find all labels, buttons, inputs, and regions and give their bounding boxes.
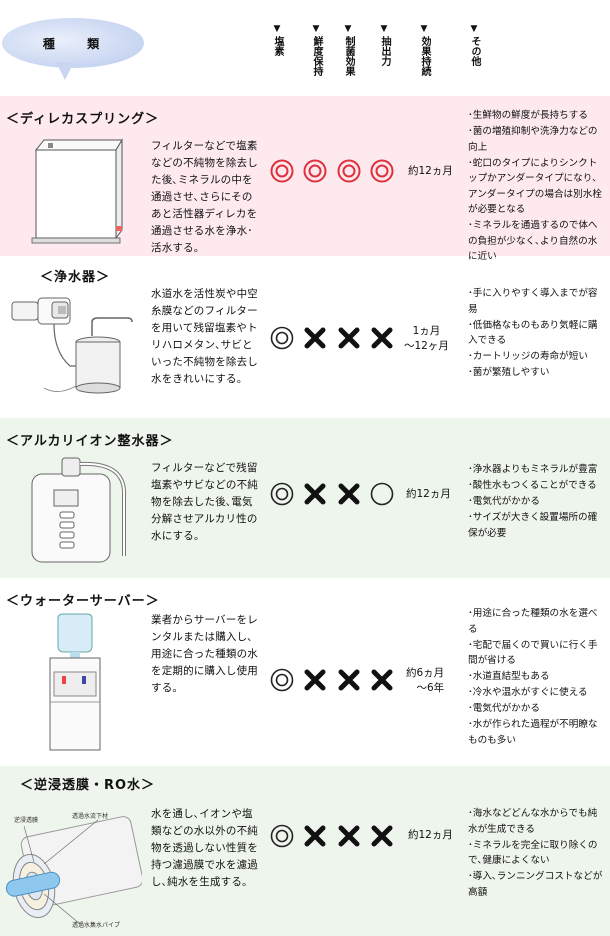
note-item: ･カートリッジの寿命が短い — [468, 351, 588, 362]
row-alkaline-ionizer: ＜アルカリイオン整水器＞ フィルターなどで残留塩素やサビなどの不純物を除去した後… — [0, 418, 610, 578]
ro-membrane-diagram: 逆浸透膜 透過水流下材 透過水集水パイプ — [5, 812, 142, 929]
down-triangle-icon: ▼ — [470, 24, 478, 34]
column-header-label: 制菌効果 — [343, 36, 354, 76]
bubble-tail — [56, 62, 74, 80]
double-circle-icon — [337, 159, 361, 183]
cross-icon — [304, 825, 326, 847]
row-description: 業者からサーバーをレンタルまたは購入し､用途に合った種類の水を定期的に購入し使用… — [151, 614, 258, 694]
row-direca-spring: ＜ディレカスプリング＞ フィルターなどで塩素などの不純物を除去した後､ミネラルの… — [0, 96, 610, 262]
row-notes: ･浄水器よりもミネラルが豊富 ･酸性水もつくることができる ･電気代がかかる ･… — [468, 462, 606, 542]
note-item: ･酸性水もつくることができる — [468, 480, 597, 491]
column-header-other: ▼ その他 — [467, 24, 481, 66]
down-triangle-icon: ▼ — [420, 24, 428, 34]
through-material-label: 透過水流下材 — [72, 812, 108, 820]
down-triangle-icon: ▼ — [312, 24, 320, 34]
row-title: ＜ウォーターサーバー＞ — [6, 594, 160, 609]
effect-period: 1ヵ月 ～12ヶ月 — [404, 325, 449, 352]
row-description: 水を通し､イオンや塩類などの水以外の不純物を透過しない性質を持つ濾過膜で水を濾過… — [151, 808, 258, 888]
note-item: ･導入､ランニングコストなどが高額 — [468, 871, 603, 898]
cross-icon — [304, 483, 326, 505]
row-reverse-osmosis: ＜逆浸透膜・RO水＞ 逆浸透膜 透過水流下材 透過水集水パイプ 水を通し､イオン… — [0, 766, 610, 936]
double-circle-icon — [270, 668, 294, 692]
row-water-server: ＜ウォーターサーバー＞ 業者からサーバーをレンタルまたは購入し､用途に合った種類… — [0, 580, 610, 764]
down-triangle-icon: ▼ — [273, 24, 281, 34]
collector-pipe-label: 透過水集水パイプ — [72, 921, 120, 929]
note-item: ･水道直結型もある — [468, 671, 550, 682]
note-item: ･生鮮物の鮮度が長持ちする — [468, 110, 588, 121]
column-header-label: その他 — [469, 36, 480, 66]
note-item: ･ミネラルを通過するので体への負担が少なく､より自然の水に近い — [468, 220, 598, 262]
row-description: 水道水を活性炭や中空糸膜などのフィルターを用いて残留塩素やトリハロメタン､サビと… — [151, 288, 258, 385]
note-item: ･ミネラルを完全に取り除くので､健康によくない — [468, 839, 598, 867]
double-circle-icon — [270, 159, 294, 183]
note-item: ･菌が繁殖しやすい — [468, 367, 550, 378]
note-item: ･電気代がかかる — [468, 496, 540, 507]
effect-period: 約12ヵ月 — [408, 829, 453, 841]
double-circle-icon — [270, 326, 294, 350]
row-description: フィルターなどで塩素などの不純物を除去した後､ミネラルの中を通過させ､さらにその… — [151, 140, 258, 254]
down-triangle-icon: ▼ — [380, 24, 388, 34]
category-header-bubble: 種 類 — [2, 18, 144, 68]
cross-icon — [371, 327, 393, 349]
cross-icon — [304, 669, 326, 691]
effect-period: 約6ヵ月 ～6年 — [406, 667, 445, 694]
note-item: ･宅配で届くので買いに行く手間が省ける — [468, 639, 598, 667]
column-header-label: 効果持続 — [419, 36, 430, 76]
note-item: ･電気代がかかる — [468, 703, 540, 714]
double-circle-icon — [270, 824, 294, 848]
note-item: ･低価格なものもあり気軽に購入できる — [468, 319, 598, 347]
category-header-label: 種 類 — [42, 36, 114, 51]
water-purifier-illustration — [11, 297, 133, 394]
column-header-duration: ▼ 効果持続 — [417, 24, 431, 76]
row-title: ＜ディレカスプリング＞ — [6, 112, 160, 127]
note-item: ･サイズが大きく設置場所の確保が必要 — [468, 512, 598, 539]
direca-unit-illustration — [31, 138, 123, 244]
note-item: ･冷水や温水がすぐに使える — [468, 687, 588, 698]
row-notes: ･用途に合った種類の水を選べる ･宅配で届くので買いに行く手間が省ける ･水道直… — [468, 606, 606, 749]
effect-period: 約12ヵ月 — [408, 165, 453, 177]
cross-icon — [371, 825, 393, 847]
column-header-label: 塩素 — [272, 36, 283, 56]
row-title: ＜アルカリイオン整水器＞ — [6, 434, 174, 449]
note-item: ･蛇口のタイプによりシンクトップかアンダータイプになり､アンダータイプの場合は別… — [468, 157, 602, 216]
cross-icon — [338, 483, 360, 505]
note-item: ･菌の増殖抑制や洗浄力などの向上 — [468, 126, 598, 153]
water-server-illustration — [49, 613, 101, 751]
column-header-extraction: ▼ 抽出力 — [377, 24, 391, 66]
membrane-label: 逆浸透膜 — [14, 816, 38, 824]
column-header-antibacterial: ▼ 制菌効果 — [341, 24, 355, 76]
double-circle-icon — [270, 482, 294, 506]
double-circle-icon — [303, 159, 327, 183]
row-title: ＜逆浸透膜・RO水＞ — [20, 778, 156, 793]
down-triangle-icon: ▼ — [344, 24, 352, 34]
cross-icon — [338, 825, 360, 847]
circle-icon — [370, 482, 394, 506]
row-notes: ･生鮮物の鮮度が長持ちする ･菌の増殖抑制や洗浄力などの向上 ･蛇口のタイプによ… — [468, 108, 606, 265]
row-description: フィルターなどで残留塩素やサビなどの不純物を除去した後､電気分解させアルカリ性の… — [151, 462, 258, 542]
row-notes: ･手に入りやすく導入までが容易 ･低価格なものもあり気軽に購入できる ･カートリ… — [468, 286, 606, 381]
cross-icon — [338, 327, 360, 349]
column-header-freshness: ▼ 鮮度保持 — [309, 24, 323, 76]
note-item: ･海水などどんな水からでも純水が生成できる — [468, 808, 598, 835]
note-item: ･用途に合った種類の水を選べる — [468, 608, 598, 635]
alkaline-ionizer-illustration — [31, 457, 127, 563]
cross-icon — [338, 669, 360, 691]
row-title: ＜浄水器＞ — [40, 270, 111, 285]
column-header-label: 鮮度保持 — [311, 36, 322, 76]
row-water-purifier: ＜浄水器＞ 水道水を活性炭や中空糸膜などのフィルターを用いて残留塩素やトリハロメ… — [0, 256, 610, 416]
effect-period: 約12ヵ月 — [406, 488, 451, 500]
note-item: ･手に入りやすく導入までが容易 — [468, 288, 598, 315]
cross-icon — [371, 669, 393, 691]
column-header-chlorine: ▼ 塩素 — [270, 24, 284, 56]
cross-icon — [304, 327, 326, 349]
note-item: ･浄水器よりもミネラルが豊富 — [468, 464, 598, 475]
note-item: ･水が作られた過程が不明瞭なものも多い — [468, 719, 598, 746]
double-circle-icon — [370, 159, 394, 183]
row-notes: ･海水などどんな水からでも純水が生成できる ･ミネラルを完全に取り除くので､健康… — [468, 806, 606, 901]
column-header-label: 抽出力 — [379, 36, 390, 66]
